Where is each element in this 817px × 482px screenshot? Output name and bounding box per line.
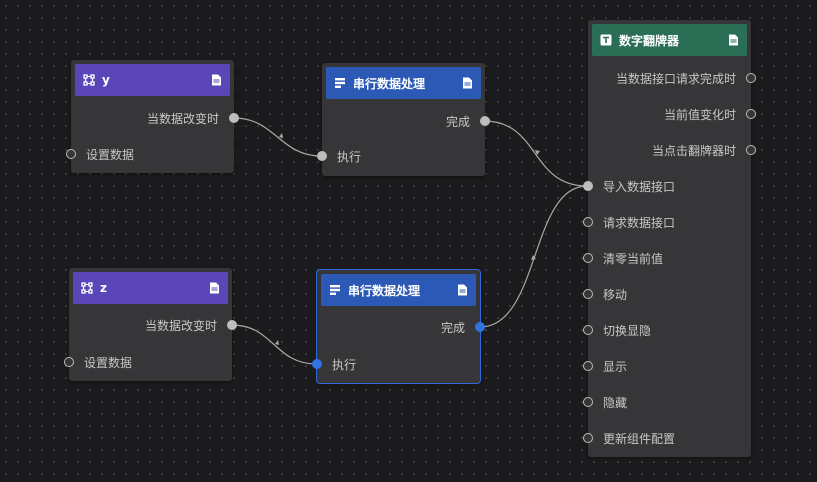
input-port-row[interactable]: 设置数据 — [64, 353, 133, 371]
output-port[interactable] — [475, 322, 485, 332]
port-label: 显示 — [603, 359, 628, 374]
port-label: 当数据接口请求完成时 — [615, 71, 736, 86]
output-port[interactable] — [229, 113, 239, 123]
event-port-row[interactable]: 当点击翻牌器时 — [651, 141, 756, 159]
output-port[interactable] — [480, 116, 490, 126]
port-label: 设置数据 — [84, 355, 133, 370]
input-port-row[interactable]: 执行 — [312, 355, 357, 373]
node-header[interactable]: 串行数据处理 — [321, 274, 476, 306]
node-variable-z[interactable]: z 当数据改变时 设置数据 — [64, 268, 237, 381]
port-label: 导入数据接口 — [603, 179, 676, 194]
node-serial-process-2[interactable]: 串行数据处理 完成 执行 — [312, 269, 485, 384]
action-input-port[interactable] — [583, 289, 593, 299]
doc-icon[interactable] — [209, 282, 220, 294]
action-port-row[interactable]: 隐藏 — [583, 393, 628, 411]
input-port[interactable] — [64, 357, 74, 367]
wire-z-to-serial2 — [231, 324, 317, 365]
wire-arrow — [531, 255, 536, 260]
action-input-port[interactable] — [583, 397, 593, 407]
doc-icon[interactable] — [728, 34, 739, 46]
output-port[interactable] — [227, 320, 237, 330]
doc-icon[interactable] — [462, 77, 473, 89]
action-input-port[interactable] — [583, 433, 593, 443]
event-port-row[interactable]: 当前值变化时 — [663, 105, 756, 123]
input-port-row[interactable]: 设置数据 — [66, 145, 135, 163]
node-digital-flipper[interactable]: 数字翻牌器 当数据接口请求完成时 当前值变化时 当点击翻牌器时 导入数据接口 请… — [583, 20, 756, 457]
port-label: 完成 — [445, 114, 470, 129]
node-serial-process-1[interactable]: 串行数据处理 完成 执行 — [317, 63, 490, 176]
variable-icon — [81, 282, 93, 294]
action-port-row[interactable]: 清零当前值 — [583, 249, 664, 267]
action-port-row[interactable]: 请求数据接口 — [583, 213, 676, 231]
port-label: 请求数据接口 — [603, 215, 676, 230]
process-icon — [329, 284, 341, 296]
wire-serial2-to-flip-import — [479, 185, 588, 328]
input-port-row[interactable]: 执行 — [317, 147, 362, 165]
port-label: 当点击翻牌器时 — [651, 143, 736, 158]
wire-arrow — [275, 340, 279, 345]
node-header[interactable]: 串行数据处理 — [326, 67, 481, 99]
node-title: 数字翻牌器 — [619, 33, 680, 48]
port-label: 当数据改变时 — [144, 318, 217, 333]
doc-icon[interactable] — [211, 74, 222, 86]
input-port[interactable] — [66, 149, 76, 159]
action-port-row[interactable]: 显示 — [583, 357, 628, 375]
text-component-icon — [600, 34, 612, 46]
output-port-row[interactable]: 完成 — [445, 112, 490, 130]
action-port-row[interactable]: 切换显隐 — [583, 321, 652, 339]
process-icon — [334, 77, 346, 89]
port-label: 完成 — [440, 320, 465, 335]
output-port-row[interactable]: 完成 — [440, 318, 485, 336]
port-label: 移动 — [603, 287, 628, 302]
action-port-row[interactable]: 更新组件配置 — [583, 429, 676, 447]
port-label: 更新组件配置 — [603, 431, 676, 446]
output-port-row[interactable]: 当数据改变时 — [144, 316, 237, 334]
port-label: 切换显隐 — [603, 323, 652, 338]
node-title: 串行数据处理 — [353, 76, 426, 91]
action-input-port[interactable] — [583, 325, 593, 335]
variable-icon — [83, 74, 95, 86]
port-label: 当数据改变时 — [146, 111, 219, 126]
action-input-port[interactable] — [583, 253, 593, 263]
action-port-row[interactable]: 移动 — [583, 285, 628, 303]
node-variable-y[interactable]: y 当数据改变时 设置数据 — [66, 60, 239, 173]
port-label: 设置数据 — [86, 147, 135, 162]
wire-arrow — [279, 133, 283, 138]
action-input-port[interactable] — [583, 181, 593, 191]
node-header[interactable]: 数字翻牌器 — [592, 24, 747, 56]
wire-serial1-to-flip-import — [483, 120, 588, 187]
node-title: 串行数据处理 — [348, 283, 421, 298]
node-title: y — [102, 73, 110, 87]
node-header[interactable]: y — [75, 64, 230, 96]
port-label: 清零当前值 — [603, 251, 664, 266]
input-port[interactable] — [317, 151, 327, 161]
action-port-row[interactable]: 导入数据接口 — [583, 177, 676, 195]
port-label: 执行 — [332, 357, 357, 372]
port-label: 当前值变化时 — [663, 107, 736, 122]
port-label: 隐藏 — [603, 395, 628, 410]
action-input-port[interactable] — [583, 217, 593, 227]
wire-arrow — [535, 150, 540, 155]
wire-y-to-serial1 — [233, 117, 322, 157]
output-port-row[interactable]: 当数据改变时 — [146, 109, 239, 127]
event-output-port[interactable] — [746, 73, 756, 83]
event-port-row[interactable]: 当数据接口请求完成时 — [615, 69, 756, 87]
event-output-port[interactable] — [746, 109, 756, 119]
node-header[interactable]: z — [73, 272, 228, 304]
event-output-port[interactable] — [746, 145, 756, 155]
port-label: 执行 — [337, 149, 362, 164]
doc-icon[interactable] — [457, 284, 468, 296]
node-title: z — [100, 281, 107, 295]
action-input-port[interactable] — [583, 361, 593, 371]
input-port[interactable] — [312, 359, 322, 369]
